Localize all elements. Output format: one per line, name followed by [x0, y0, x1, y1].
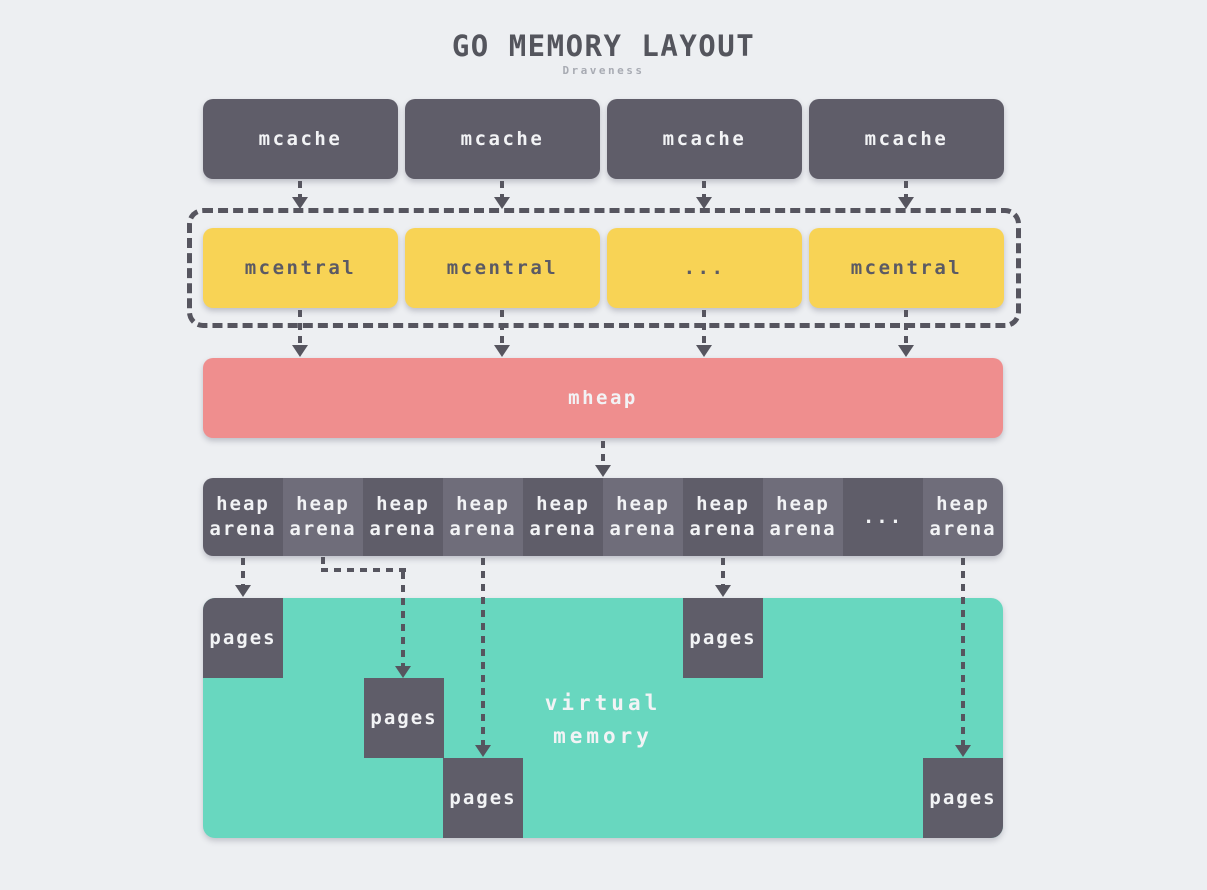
arrow-line: [904, 181, 908, 198]
arrow-head: [955, 745, 971, 757]
heap-arena-cell: heap arena: [203, 478, 283, 556]
arrow-head: [475, 745, 491, 757]
arrow-head: [898, 345, 914, 357]
arrow-line: [298, 310, 302, 346]
arrow-line: [241, 558, 245, 586]
mcache-box: mcache: [405, 99, 600, 179]
arrow-line: [321, 568, 407, 572]
arrow-line: [961, 558, 965, 746]
arrow-line: [298, 181, 302, 198]
arrow-head: [292, 197, 308, 209]
mcache-box: mcache: [607, 99, 802, 179]
arrow-line: [904, 310, 908, 346]
arrow-head: [235, 585, 251, 597]
arrow-head: [395, 666, 411, 678]
arrow-line: [500, 310, 504, 346]
mcentral-box: mcentral: [203, 228, 398, 308]
pages-box: pages: [364, 678, 444, 758]
arrow-head: [595, 465, 611, 477]
pages-box: pages: [443, 758, 523, 838]
heap-arena-cell: heap arena: [603, 478, 683, 556]
pages-box: pages: [923, 758, 1003, 838]
arrow-head: [292, 345, 308, 357]
heap-arena-cell: heap arena: [363, 478, 443, 556]
heap-arena-cell: heap arena: [763, 478, 843, 556]
heap-arena-cell: ...: [843, 478, 923, 556]
page-title: GO MEMORY LAYOUT: [451, 29, 756, 63]
heap-arena-cell: heap arena: [443, 478, 523, 556]
mcache-box: mcache: [203, 99, 398, 179]
arrow-line: [702, 310, 706, 346]
mcentral-box: ...: [607, 228, 802, 308]
arrow-head: [898, 197, 914, 209]
arrow-line: [601, 441, 605, 466]
arrow-head: [494, 345, 510, 357]
author-subtitle: Draveness: [562, 64, 645, 77]
mcentral-box: mcentral: [405, 228, 600, 308]
arrow-head: [696, 197, 712, 209]
heap-arena-cell: heap arena: [283, 478, 363, 556]
arrow-head: [494, 197, 510, 209]
heap-arena-cell: heap arena: [683, 478, 763, 556]
arrow-line: [500, 181, 504, 198]
virtual-memory-region: [203, 598, 1003, 838]
arrow-head: [696, 345, 712, 357]
virtual-memory-label: virtual memory: [544, 691, 662, 748]
mcentral-box: mcentral: [809, 228, 1004, 308]
mheap-box: mheap: [203, 358, 1003, 438]
arrow-line: [702, 181, 706, 198]
heap-arena-cell: heap arena: [523, 478, 603, 556]
mheap-label: mheap: [568, 387, 638, 409]
mcentral-dashed-container: [187, 208, 1021, 328]
mcache-box: mcache: [809, 99, 1004, 179]
arrow-head: [715, 585, 731, 597]
arrow-line: [401, 572, 405, 666]
pages-box: pages: [203, 598, 283, 678]
heap-arena-cell: heap arena: [923, 478, 1003, 556]
arrow-line: [481, 558, 485, 746]
arrow-line: [321, 557, 325, 572]
pages-box: pages: [683, 598, 763, 678]
arrow-line: [721, 558, 725, 586]
